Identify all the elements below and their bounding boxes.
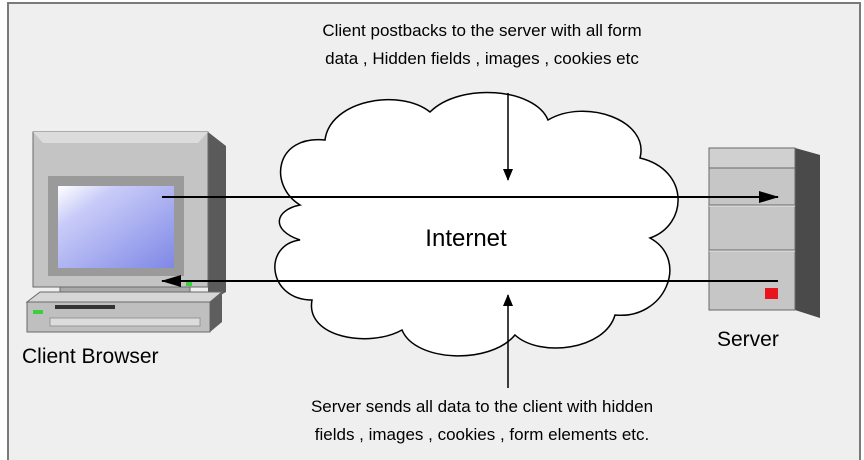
bottom-caption-line-1: Server sends all data to the client with… (310, 397, 654, 416)
client-computer-icon (25, 131, 226, 333)
internet-label: Internet (425, 225, 507, 252)
top-caption-line-2: data , Hidden fields , images , cookies … (325, 49, 639, 68)
top-caption-line-1: Client postbacks to the server with all … (322, 21, 642, 40)
internet-cloud-icon (274, 91, 679, 357)
computer-screen (58, 186, 174, 268)
client-postback-caption: Client postbacks to the server with all … (232, 17, 732, 73)
server-tower-icon (708, 147, 820, 318)
client-browser-label: Client Browser (22, 345, 159, 368)
server-status-light (765, 288, 778, 299)
bottom-caption-line-2: fields , images , cookies , form element… (314, 425, 650, 444)
server-response-caption: Server sends all data to the client with… (232, 393, 732, 449)
server-label: Server (717, 328, 779, 351)
